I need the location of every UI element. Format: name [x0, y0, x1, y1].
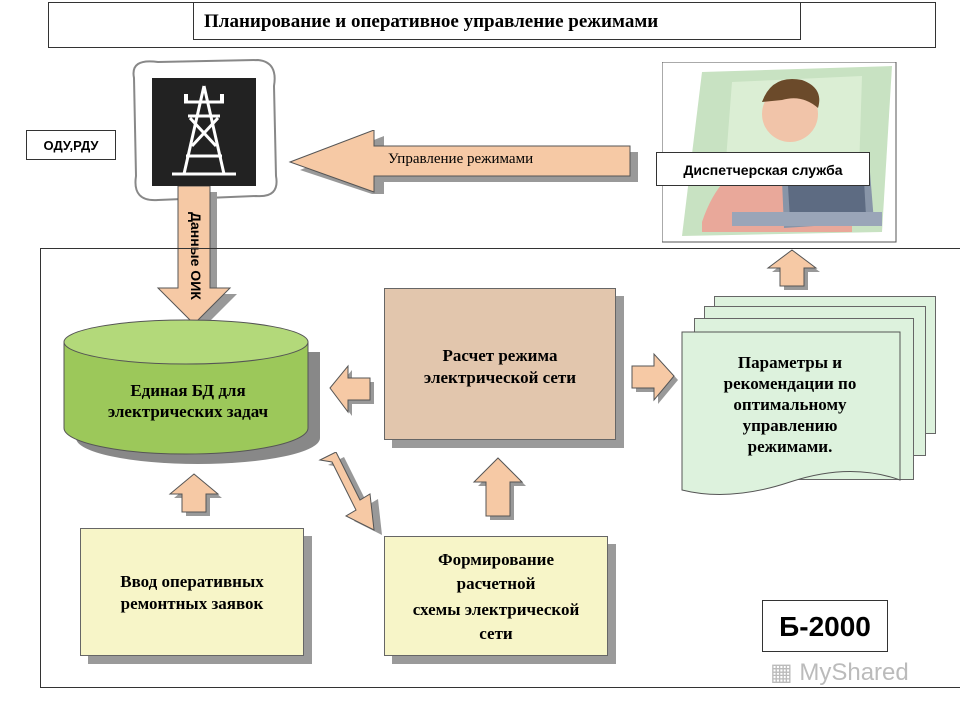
- database-line-2: электрических задач: [107, 402, 269, 421]
- database-cylinder: [63, 319, 320, 464]
- oik-data-arrow: [156, 186, 237, 330]
- calc-line-2: электрической сети: [423, 368, 577, 387]
- scheme-line-2: расчетной: [456, 574, 536, 593]
- power-tower-icon: [132, 58, 278, 202]
- repair-line-1: Ввод оперативных: [120, 572, 264, 591]
- calc-line-1: Расчет режима: [442, 346, 558, 365]
- database-text: Единая БД для электрических задач: [66, 380, 310, 422]
- scheme-box: Формирование расчетной схемы электрическ…: [384, 536, 608, 656]
- oik-data-label: Данные ОИК: [188, 212, 204, 300]
- arrow-calc-to-params: [631, 352, 678, 404]
- odu-rdu-label: ОДУ,РДУ: [26, 130, 116, 160]
- scheme-line-4: сети: [479, 624, 513, 643]
- arrow-calc-to-db: [329, 364, 374, 416]
- arrow-scheme-to-calc: [472, 457, 526, 520]
- arrow-params-to-dispatch: [766, 249, 820, 290]
- dispatch-service-label: Диспетчерская служба: [656, 152, 870, 186]
- database-line-1: Единая БД для: [130, 381, 246, 400]
- params-line-5: режимами.: [747, 437, 833, 456]
- params-doc-front: [681, 331, 901, 495]
- watermark-text: MyShared: [799, 659, 909, 686]
- params-line-3: оптимальному: [733, 395, 847, 414]
- main-frame: [40, 248, 960, 688]
- repair-line-2: ремонтных заявок: [120, 594, 264, 613]
- page-title: Планирование и оперативное управление ре…: [193, 2, 801, 40]
- b2000-badge: Б-2000: [762, 600, 888, 652]
- params-line-2: рекомендации по: [723, 374, 857, 393]
- arrow-db-to-scheme: [318, 452, 382, 535]
- control-arrow: [288, 130, 638, 194]
- scheme-line-1: Формирование: [437, 550, 555, 569]
- params-text: Параметры и рекомендации по оптимальному…: [680, 352, 900, 457]
- control-arrow-label: Управление режимами: [388, 151, 534, 167]
- scheme-line-3: схемы электрической: [412, 600, 580, 619]
- repair-box: Ввод оперативных ремонтных заявок: [80, 528, 304, 656]
- params-line-4: управлению: [742, 416, 838, 435]
- arrow-repair-to-db: [168, 473, 222, 516]
- watermark-logo: ▦ MyShared: [770, 658, 909, 687]
- presentation-icon: ▦: [770, 659, 793, 686]
- params-line-1: Параметры и: [737, 353, 843, 372]
- calc-box: Расчет режима электрической сети: [384, 288, 616, 440]
